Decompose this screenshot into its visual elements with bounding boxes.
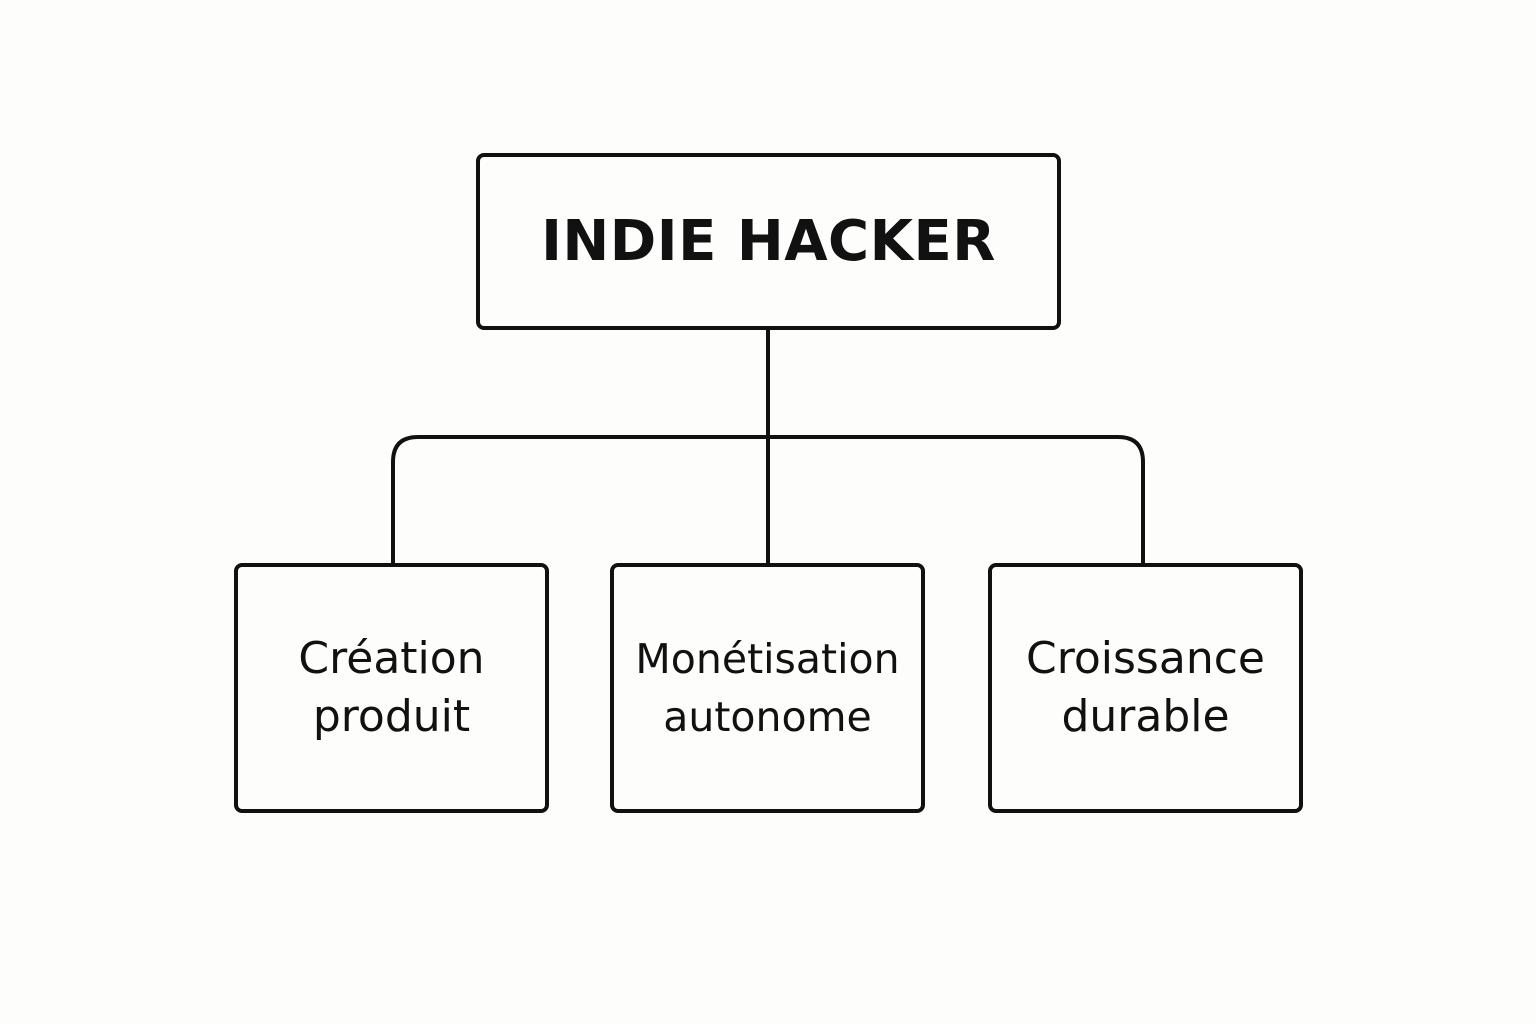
child-node-label-line1: Croissance: [1026, 633, 1265, 684]
child-node-label-line2: autonome: [663, 693, 872, 741]
child-node-monetisation-autonome: Monétisation autonome: [610, 563, 925, 813]
child-node-label-line1: Création: [298, 633, 485, 684]
root-node-label: INDIE HACKER: [541, 208, 996, 274]
child-node-label-line2: produit: [312, 691, 471, 742]
child-node-creation-produit: Création produit: [234, 563, 549, 813]
child-node-croissance-durable: Croissance durable: [988, 563, 1303, 813]
root-node: INDIE HACKER: [476, 153, 1061, 330]
child-node-label-line2: durable: [1061, 691, 1230, 742]
child-node-label-line1: Monétisation: [635, 635, 900, 683]
